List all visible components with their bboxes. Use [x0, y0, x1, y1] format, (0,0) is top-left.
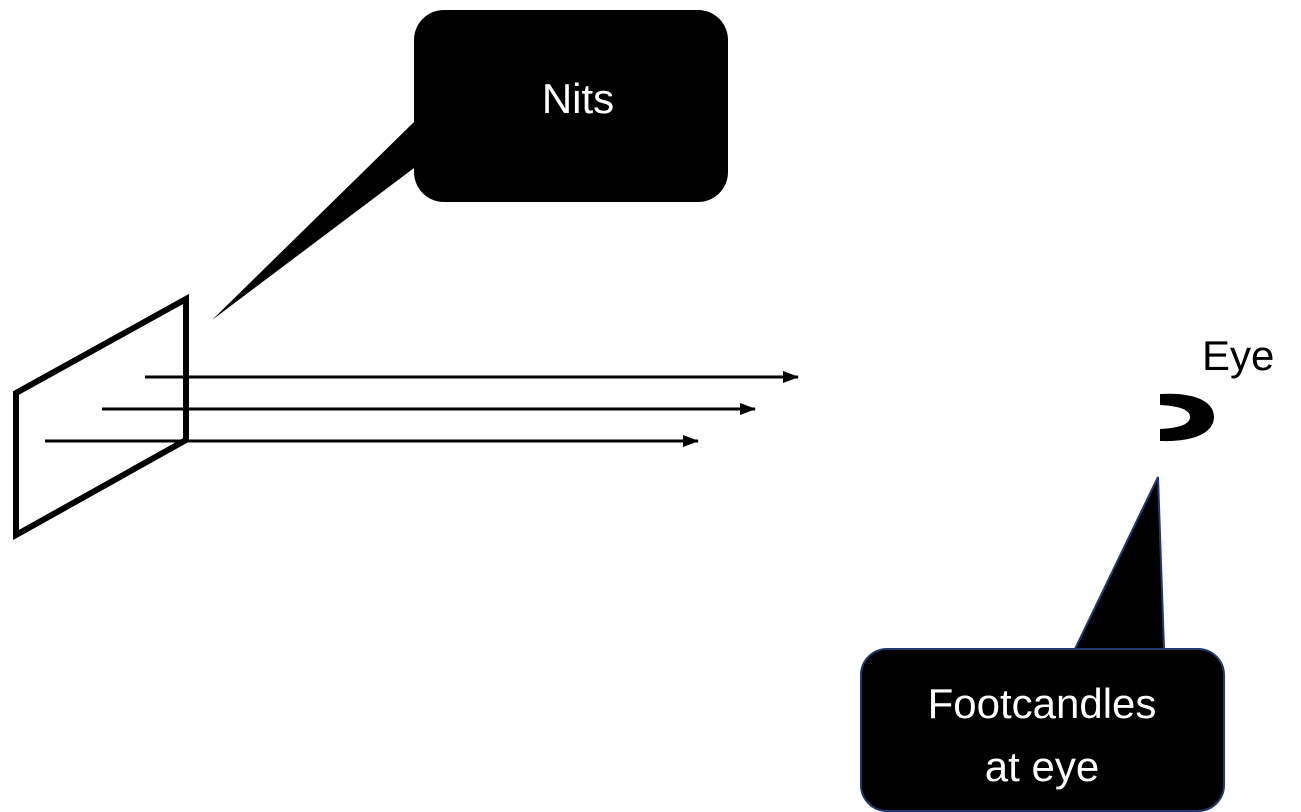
display-panel-icon — [13, 293, 189, 541]
footcandles-label-line1: Footcandles — [928, 680, 1157, 727]
footcandles-callout-pointer — [1073, 476, 1166, 650]
nits-callout-pointer — [212, 122, 414, 320]
light-rays — [45, 371, 799, 447]
footcandles-callout: Footcandles at eye — [860, 476, 1225, 812]
eye-icon — [1160, 393, 1214, 442]
nits-label: Nits — [542, 75, 614, 122]
nits-callout: Nits — [212, 10, 728, 320]
nits-callout-box — [414, 10, 728, 202]
footcandles-label-line2: at eye — [985, 743, 1099, 790]
eye-label: Eye — [1202, 332, 1274, 379]
footcandles-callout-box — [860, 648, 1225, 812]
